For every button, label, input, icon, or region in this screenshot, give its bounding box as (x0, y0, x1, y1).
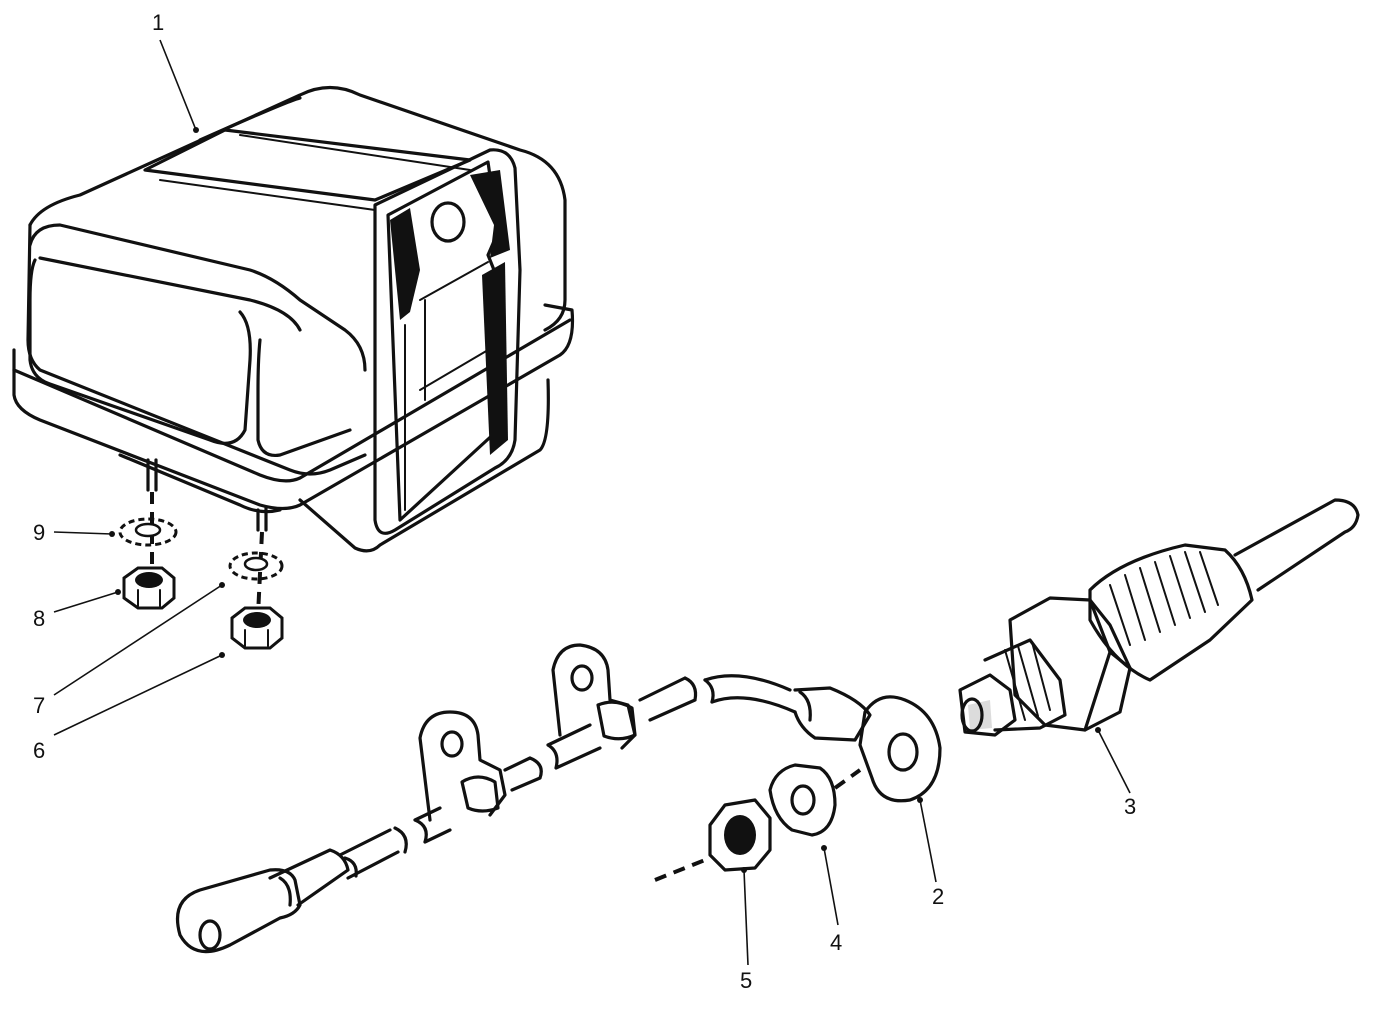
ring-terminal (858, 695, 942, 803)
glow-plug (958, 498, 1360, 737)
callout-5: 5 (740, 968, 753, 993)
controller-box (12, 85, 575, 553)
lock-washer-7 (228, 551, 284, 581)
nut-5 (654, 798, 772, 882)
callout-3: 3 (1124, 794, 1137, 819)
right-stud-stack (228, 531, 284, 650)
lock-washer-9 (118, 517, 178, 547)
leader-lines (53, 39, 1131, 966)
left-stud-stack (118, 492, 178, 610)
callout-6: 6 (33, 738, 46, 763)
callout-4: 4 (830, 930, 843, 955)
callout-2: 2 (932, 884, 945, 909)
nut-6 (230, 606, 284, 650)
callout-9: 9 (33, 520, 46, 545)
wire-harness (175, 643, 872, 954)
callout-8: 8 (33, 606, 46, 631)
callout-1: 1 (152, 10, 165, 35)
callout-7: 7 (33, 693, 46, 718)
nut-8 (122, 566, 176, 610)
washer-4 (768, 763, 862, 837)
